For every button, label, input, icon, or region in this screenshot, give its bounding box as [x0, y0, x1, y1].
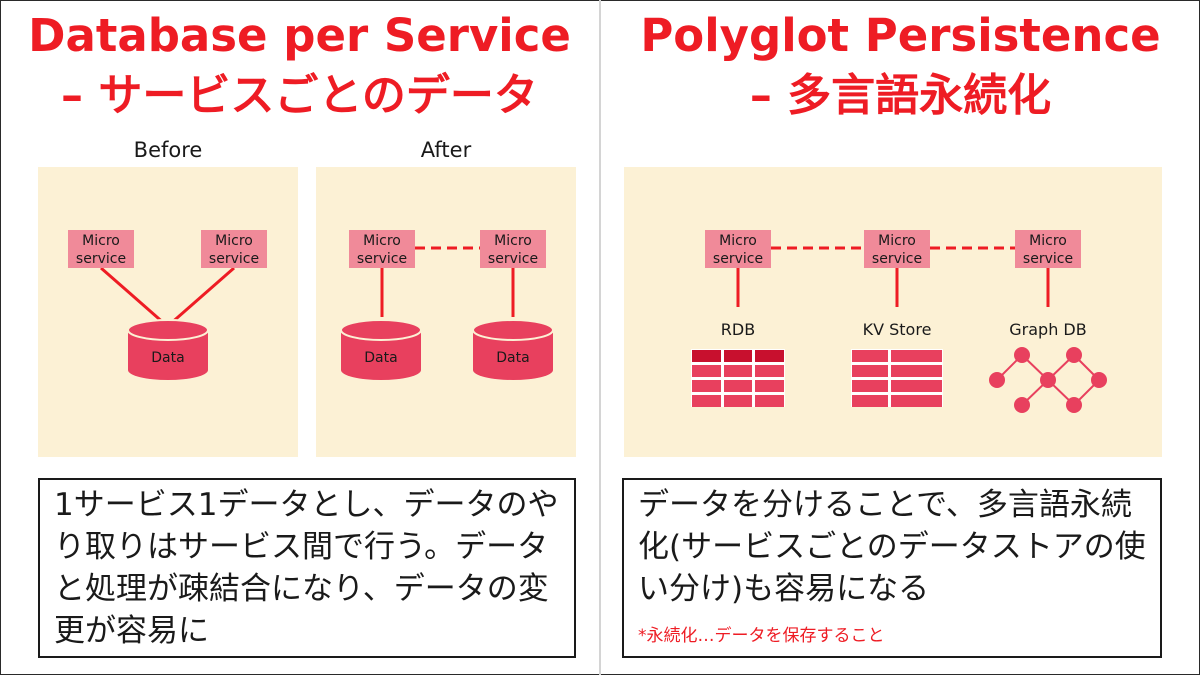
microservice-box: Micro service — [864, 230, 930, 268]
database-cylinder-icon: Data — [472, 319, 554, 380]
svg-text:service: service — [713, 251, 763, 267]
svg-text:Micro: Micro — [363, 233, 401, 249]
microservice-box: Micro service — [705, 230, 771, 268]
footnote: *永続化…データを保存すること — [638, 626, 885, 646]
after-label: After — [420, 138, 472, 162]
microservice-box: Micro service — [1015, 230, 1081, 268]
svg-text:Micro: Micro — [82, 233, 120, 249]
polyglot-diagram: Micro service Micro service Micro servic… — [624, 167, 1162, 457]
kv-store-label: KV Store — [863, 320, 932, 339]
svg-text:Micro: Micro — [1029, 233, 1067, 249]
right-subtitle: – 多言語永続化 — [749, 70, 1052, 121]
rdb-label: RDB — [721, 320, 755, 339]
before-label: Before — [133, 138, 203, 162]
svg-text:Micro: Micro — [719, 233, 757, 249]
before-diagram-svg: Micro service Micro service Data — [68, 230, 267, 380]
kv-store-icon — [851, 349, 943, 407]
after-diagram: Micro service Micro service Data Data — [316, 167, 576, 457]
polyglot-diagram-svg: Micro service Micro service Micro servic… — [691, 230, 1107, 413]
microservice-box: Micro service — [480, 230, 546, 268]
svg-text:Micro: Micro — [494, 233, 532, 249]
center-divider — [599, 0, 601, 675]
microservice-box: Micro service — [68, 230, 134, 268]
left-description-box: 1サービス1データとし、データのやり取りはサービス間で行う。データと処理が疎結合… — [38, 478, 576, 658]
svg-text:service: service — [357, 251, 407, 267]
connector-line — [168, 266, 235, 327]
right-title: Polyglot Persistence — [640, 9, 1161, 62]
svg-text:service: service — [872, 251, 922, 267]
svg-text:service: service — [488, 251, 538, 267]
svg-text:service: service — [209, 251, 259, 267]
microservice-box: Micro service — [201, 230, 267, 268]
svg-text:Data: Data — [364, 350, 397, 366]
left-subtitle: – サービスごとのデータ — [61, 70, 538, 121]
left-title: Database per Service — [28, 9, 571, 62]
svg-text:Data: Data — [151, 350, 184, 366]
svg-text:service: service — [76, 251, 126, 267]
before-diagram: Micro service Micro service Data — [38, 167, 298, 457]
rdb-table-icon — [691, 349, 785, 407]
svg-text:Micro: Micro — [215, 233, 253, 249]
svg-text:Micro: Micro — [878, 233, 916, 249]
right-description-text: データを分けることで、多言語永続化(サービスごとのデータストアの使い分け)も容易… — [638, 487, 1146, 607]
svg-text:Data: Data — [496, 350, 529, 366]
left-description-text: 1サービス1データとし、データのやり取りはサービス間で行う。データと処理が疎結合… — [54, 487, 559, 649]
connector-line — [100, 266, 167, 327]
database-cylinder-icon: Data — [340, 319, 422, 380]
database-cylinder-icon: Data — [127, 319, 209, 380]
svg-text:service: service — [1023, 251, 1073, 267]
after-diagram-svg: Micro service Micro service Data Data — [340, 230, 554, 380]
graph-db-icon — [989, 347, 1107, 413]
right-description-box: データを分けることで、多言語永続化(サービスごとのデータストアの使い分け)も容易… — [622, 478, 1162, 658]
microservice-box: Micro service — [349, 230, 415, 268]
graph-db-label: Graph DB — [1009, 320, 1086, 339]
